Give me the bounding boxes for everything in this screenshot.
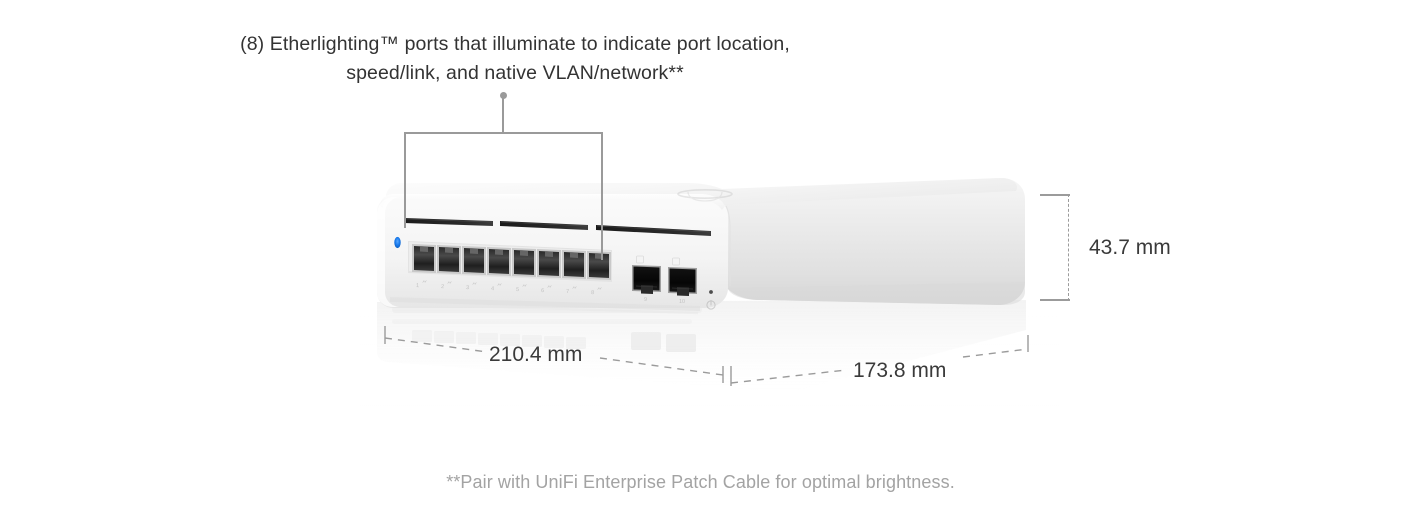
svg-text:6: 6 (541, 288, 544, 294)
callout-bracket-leg-left (404, 132, 406, 228)
width-dimension-label: 210.4 mm (489, 343, 583, 366)
etherlighting-callout-caption: (8) Etherlighting™ ports that illuminate… (240, 33, 790, 84)
height-dimension-label: 43.7 mm (1089, 236, 1171, 259)
power-icon (706, 300, 716, 310)
height-dimension-line (1068, 194, 1069, 301)
height-dimension-cap-top (1040, 194, 1070, 196)
callout-bracket-top (404, 132, 603, 134)
depth-dimension-label: 173.8 mm (853, 359, 947, 382)
etherlighting-bars (404, 218, 711, 236)
svg-text:10: 10 (679, 299, 685, 305)
unifi-logo (677, 189, 733, 202)
svg-text:7: 7 (566, 289, 569, 295)
status-led (394, 236, 401, 249)
svg-text:1: 1 (416, 283, 419, 289)
svg-text:9: 9 (644, 297, 647, 303)
svg-text:8: 8 (591, 290, 594, 296)
sfp-port-block (632, 265, 697, 296)
svg-text:4: 4 (491, 286, 494, 292)
callout-bracket-leg-right (601, 132, 603, 260)
sfp-labels: 9 10 (644, 297, 685, 305)
footnote-text: **Pair with UniFi Enterprise Patch Cable… (446, 472, 955, 492)
svg-text:5: 5 (516, 287, 519, 293)
svg-text:3: 3 (466, 285, 469, 291)
height-dimension-cap-bottom (1040, 299, 1070, 301)
base-strips (390, 297, 700, 315)
callout-leader-stem (502, 97, 504, 133)
rj45-port-block (408, 241, 612, 282)
sfp-leds (636, 255, 680, 266)
callout-leader-dot (499, 92, 507, 99)
reset-pinhole (709, 290, 713, 294)
port-labels: 1 2 3 4 5 6 7 8 (416, 280, 602, 296)
svg-text:2: 2 (441, 284, 444, 290)
